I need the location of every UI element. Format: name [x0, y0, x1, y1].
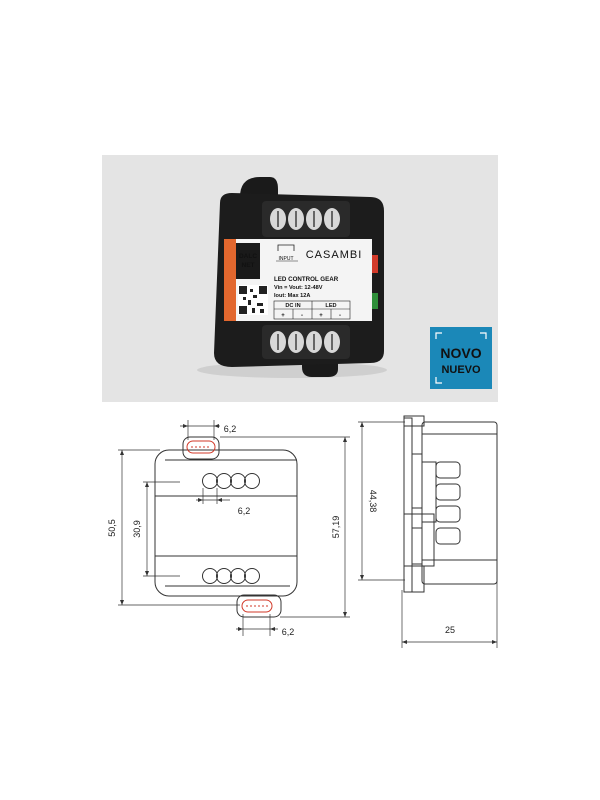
brand-right: CASAMBI — [306, 249, 363, 261]
input-icon — [277, 244, 295, 251]
spec-vin: Vin = Vout: 12-48V — [274, 285, 323, 291]
green-strip — [372, 293, 378, 309]
brand-left-line2: NET — [242, 262, 255, 269]
technical-drawing: 6,2 6,2 6,2 50,5 30,9 57,19 44,38 25 — [107, 415, 498, 648]
badge-line1: NOVO — [440, 345, 481, 361]
badge-background — [430, 327, 492, 389]
bottom-slot — [241, 599, 273, 613]
terminal-hole — [230, 568, 246, 584]
terminal-hole — [244, 473, 260, 489]
terminal-group-led: LED — [325, 303, 336, 309]
dim-tab-width-bottom: 6,2 — [282, 627, 295, 637]
terminal-hole — [244, 568, 260, 584]
terminal-group-dcin: DC IN — [285, 303, 300, 309]
orange-strip — [224, 239, 236, 321]
side-view — [403, 415, 498, 593]
terminal-sign: + — [319, 313, 323, 319]
terminal-hole — [230, 473, 246, 489]
dim-side-depth: 25 — [445, 625, 455, 635]
terminal-sign: - — [301, 313, 303, 319]
terminal-hole — [202, 473, 218, 489]
badge-line2: NUEVO — [441, 364, 481, 376]
red-strip — [372, 255, 378, 273]
terminal-sign: - — [339, 313, 341, 319]
input-label: INPUT — [279, 256, 294, 262]
device-illustration: DALC NET INPUT CASAMBI LED CONTROL GEAR … — [197, 177, 492, 389]
dim-height-total: 57,19 — [331, 516, 341, 539]
terminal-hole — [216, 568, 232, 584]
spec-iout: Iout: Max 12A — [274, 293, 310, 299]
top-screws — [270, 208, 340, 230]
qr-code — [238, 285, 268, 315]
brand-left-line1: DALC — [239, 253, 257, 260]
terminal-sign: + — [281, 313, 285, 319]
top-slot — [186, 440, 216, 454]
dim-side-height: 44,38 — [368, 490, 378, 513]
dim-height-outer: 50,5 — [107, 519, 117, 537]
front-top-tab — [182, 436, 220, 460]
terminal-hole — [216, 473, 232, 489]
dalcnet-logo-box — [236, 243, 260, 279]
dim-height-inner: 30,9 — [132, 520, 142, 538]
bottom-screws — [270, 331, 340, 353]
terminal-hole — [202, 568, 218, 584]
label-title: LED CONTROL GEAR — [274, 276, 339, 283]
dim-tab-width-top: 6,2 — [224, 424, 237, 434]
front-bottom-tab — [236, 594, 282, 618]
front-view-body — [154, 449, 298, 597]
product-photo-panel: DALC NET INPUT CASAMBI LED CONTROL GEAR … — [102, 155, 498, 402]
new-badge: NOVO NUEVO — [430, 327, 492, 389]
dim-hole-spacing: 6,2 — [238, 506, 251, 516]
